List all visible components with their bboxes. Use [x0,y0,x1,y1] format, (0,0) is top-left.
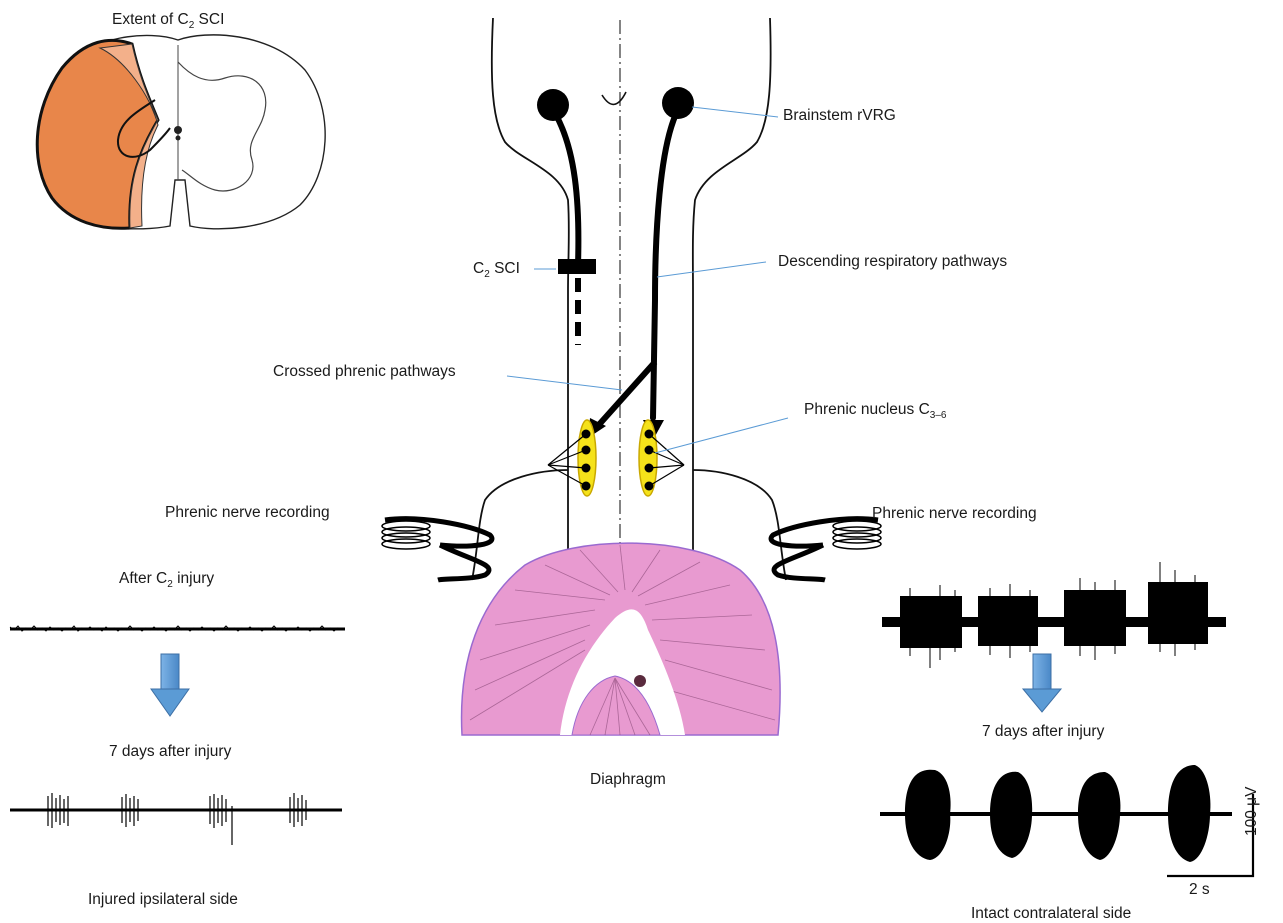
blue-arrow-left [151,654,189,716]
trace-7days-right [880,765,1232,862]
intact-side-label: Intact contralateral side [971,906,1131,922]
spinal-cord-outline [472,18,786,580]
diaphragm-label: Diaphragm [590,772,666,788]
phrenic-nucleus-label: Phrenic nucleus C3–6 [804,402,946,418]
recording-right-label: Phrenic nerve recording [872,506,1037,522]
after-injury-label: After C2 injury [119,571,214,587]
trace-after-injury-left [10,626,345,631]
phrenic-nucleus-right [639,420,684,496]
seven-days-right-label: 7 days after injury [982,724,1104,740]
blue-arrow-right [1023,654,1061,712]
crossed-label: Crossed phrenic pathways [273,364,456,380]
electrode-right [771,519,881,580]
electrode-left [382,519,492,580]
sci-lesion [558,259,596,274]
scale-amplitude-label: 100 μV [1244,787,1260,836]
extent-title: Extent of C2 SCI [112,12,224,28]
scale-time-label: 2 s [1189,882,1210,898]
brainstem-label: Brainstem rVRG [783,108,896,124]
diaphragm [462,543,781,735]
trace-7days-left [10,793,342,845]
trace-before-right [882,562,1226,668]
injured-side-label: Injured ipsilateral side [88,892,238,908]
recording-left-label: Phrenic nerve recording [165,505,330,521]
seven-days-left-label: 7 days after injury [109,744,231,760]
descending-label: Descending respiratory pathways [778,254,1007,270]
crossed-pathway-arrow [596,362,655,428]
phrenic-nucleus-left [548,420,596,496]
spinal-cord-cross-section [37,35,325,229]
c2-sci-label: C2 SCI [473,261,520,277]
leader-lines [507,107,788,453]
